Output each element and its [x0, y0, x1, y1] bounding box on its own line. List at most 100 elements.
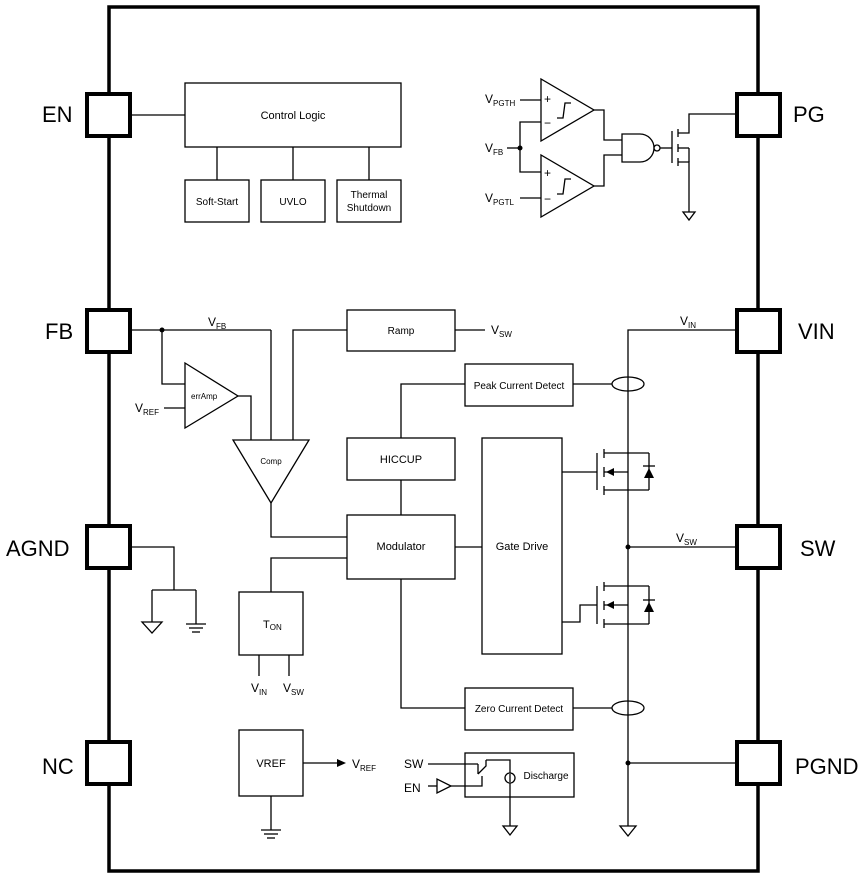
zero-current-detect-block [464, 687, 574, 731]
text: V [680, 314, 688, 328]
wire [270, 503, 347, 538]
v-sw-rail-label: VSW [676, 531, 697, 547]
wire [627, 329, 737, 826]
hysteresis-icon [557, 178, 571, 195]
v-in-rail-label: VIN [680, 314, 696, 330]
ground-icon [681, 211, 697, 222]
peak-current-detect-label: Peak Current Detect [474, 381, 565, 392]
pin-nc: NC [42, 740, 132, 786]
text: − [544, 116, 551, 130]
pin-pg: PG [735, 92, 825, 138]
text: REF [143, 408, 159, 417]
v-sw-ton-label: VSW [283, 681, 304, 697]
arrow-icon [337, 759, 346, 767]
thermal-shutdown-block [336, 179, 402, 223]
wire [562, 604, 597, 623]
text: V [485, 191, 493, 205]
hysteresis-icon [557, 102, 571, 119]
text: + [544, 166, 551, 180]
thermal-label: Thermal [351, 190, 388, 201]
zero-current-detect-label: Zero Current Detect [475, 704, 564, 715]
discharge-sw-label: SW [404, 757, 424, 771]
text: SW [684, 538, 697, 547]
wire [161, 330, 185, 385]
v-ref-label: VREF [135, 401, 159, 417]
junction-dot [517, 145, 523, 151]
ton-label: TON [263, 619, 282, 632]
text: PGTH [493, 99, 515, 108]
wire [130, 546, 175, 590]
pin-nc-label: NC [42, 754, 74, 779]
v-pgth-label: VPGTH [485, 92, 515, 108]
text: V [135, 401, 143, 415]
text: V [283, 681, 291, 695]
discharge-label: Discharge [523, 771, 568, 782]
text: T [263, 619, 270, 631]
v-sw-ramp-label: VSW [491, 323, 512, 339]
text: PGTL [493, 198, 514, 207]
pin-vin-label: VIN [798, 319, 835, 344]
wire [400, 383, 465, 438]
text: V [352, 757, 360, 771]
pg-comparator-high: + − [540, 77, 596, 143]
uvlo-label: UVLO [279, 197, 306, 208]
peak-current-detect-block [464, 363, 574, 407]
text: IN [259, 688, 267, 697]
wire [594, 109, 622, 141]
text: ON [270, 623, 282, 632]
modulator-label: Modulator [377, 541, 426, 553]
error-amplifier: errAmp [184, 361, 240, 430]
comp-comparator: Comp [231, 439, 311, 505]
v-in-ton-label: VIN [251, 681, 267, 697]
shutdown-label: Shutdown [347, 203, 391, 214]
buffer-icon [436, 777, 453, 795]
pin-agnd-label: AGND [6, 536, 70, 561]
wire [594, 154, 622, 187]
wire [678, 113, 737, 134]
pin-en-label: EN [42, 102, 73, 127]
text: V [485, 141, 493, 155]
discharge-block [464, 752, 575, 798]
pin-fb-label: FB [45, 319, 73, 344]
v-pgtl-label: VPGTL [485, 191, 514, 207]
ton-block [238, 591, 304, 656]
text: REF [360, 764, 376, 773]
pg-comparator-low: + − [540, 153, 596, 219]
text: + [544, 92, 551, 106]
text: − [544, 192, 551, 206]
wire [270, 557, 347, 592]
wire [238, 395, 252, 440]
ramp-label: Ramp [388, 326, 415, 337]
and-gate [621, 133, 655, 163]
body-diode-icon [644, 602, 654, 612]
wire [451, 776, 483, 787]
pin-en: EN [42, 92, 132, 138]
high-side-mosfet [562, 449, 655, 495]
pin-vin: VIN [735, 308, 835, 354]
body-diode-icon [644, 468, 654, 478]
text: FB [216, 322, 226, 331]
comp-label: Comp [260, 457, 282, 466]
ground-icon [501, 825, 519, 837]
pin-sw: SW [735, 524, 836, 570]
pg-nmos [660, 113, 737, 212]
gate-drive-label: Gate Drive [496, 541, 549, 553]
text: FB [493, 148, 503, 157]
pin-pgnd-label: PGND [795, 754, 859, 779]
ground-icon [140, 621, 164, 634]
gate-drive-block [481, 437, 563, 655]
ramp-block [346, 309, 456, 352]
control-logic-label: Control Logic [261, 110, 326, 122]
text: V [208, 315, 216, 329]
junction-dot [625, 544, 631, 550]
switch-icon [477, 760, 487, 775]
soft-start-block [184, 179, 250, 223]
pin-fb: FB [45, 308, 132, 354]
v-fb-label: VFB [208, 315, 226, 331]
v-fb-pg-label: VFB [485, 141, 503, 157]
soft-start-label: Soft-Start [196, 197, 238, 208]
control-logic-block [184, 82, 402, 148]
text: IN [688, 321, 696, 330]
text: SW [291, 688, 304, 697]
